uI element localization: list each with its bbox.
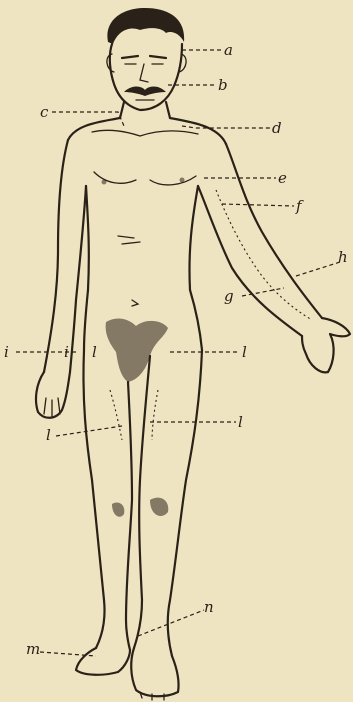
groin xyxy=(106,319,168,382)
label-e: e xyxy=(278,169,287,187)
legs xyxy=(76,350,202,700)
label-h: h xyxy=(338,248,348,266)
left-brow xyxy=(122,56,138,58)
left-leg-inner xyxy=(126,382,132,650)
torso-left-side xyxy=(86,186,89,290)
nipple-left xyxy=(102,180,107,185)
right-knee xyxy=(150,498,168,516)
label-f: f xyxy=(295,197,304,215)
label-g: g xyxy=(224,287,234,305)
leader-n xyxy=(138,610,204,636)
label-i-right: i xyxy=(64,343,69,361)
pectoral-left xyxy=(94,172,136,183)
label-n: n xyxy=(204,598,214,616)
label-m: m xyxy=(26,640,40,658)
leader-f xyxy=(222,204,294,206)
left-arm-outer xyxy=(44,140,68,372)
nose xyxy=(140,64,148,82)
leader-d xyxy=(182,126,270,128)
left-knee xyxy=(112,502,124,516)
label-l-inner-left: l xyxy=(92,343,97,361)
label-c: c xyxy=(40,103,49,121)
abdomen-marks xyxy=(118,236,140,306)
label-l-right: l xyxy=(242,343,247,361)
nipple-right xyxy=(180,178,185,183)
left-hip xyxy=(84,290,88,350)
head xyxy=(107,8,186,110)
right-foot xyxy=(131,648,178,696)
right-hip xyxy=(190,290,202,350)
pectoral-right xyxy=(150,176,196,185)
torso-right-side xyxy=(189,186,198,290)
right-brow xyxy=(150,56,166,58)
leader-l-lower-left xyxy=(56,426,122,436)
right-arm-upper xyxy=(226,144,322,318)
label-l-lower-left: l xyxy=(46,426,51,444)
clavicles xyxy=(92,130,198,136)
right-thigh-dotted xyxy=(152,390,158,440)
label-a: a xyxy=(224,41,233,59)
label-l-lower-right: l xyxy=(238,413,243,431)
label-b: b xyxy=(218,76,228,94)
left-arm xyxy=(36,140,86,418)
left-foot xyxy=(76,648,130,675)
left-shoulder xyxy=(68,118,120,140)
left-hand xyxy=(36,372,70,418)
torso xyxy=(68,102,226,382)
moustache xyxy=(124,87,166,97)
label-i-left: i xyxy=(4,343,9,361)
label-d: d xyxy=(272,119,282,137)
right-leg-inner xyxy=(134,356,150,648)
left-leg-outer xyxy=(83,350,104,648)
left-thigh-dotted xyxy=(110,390,122,440)
hair xyxy=(107,8,184,44)
right-hand xyxy=(302,318,350,372)
leader-h xyxy=(296,262,340,276)
right-leg-outer xyxy=(168,350,202,656)
